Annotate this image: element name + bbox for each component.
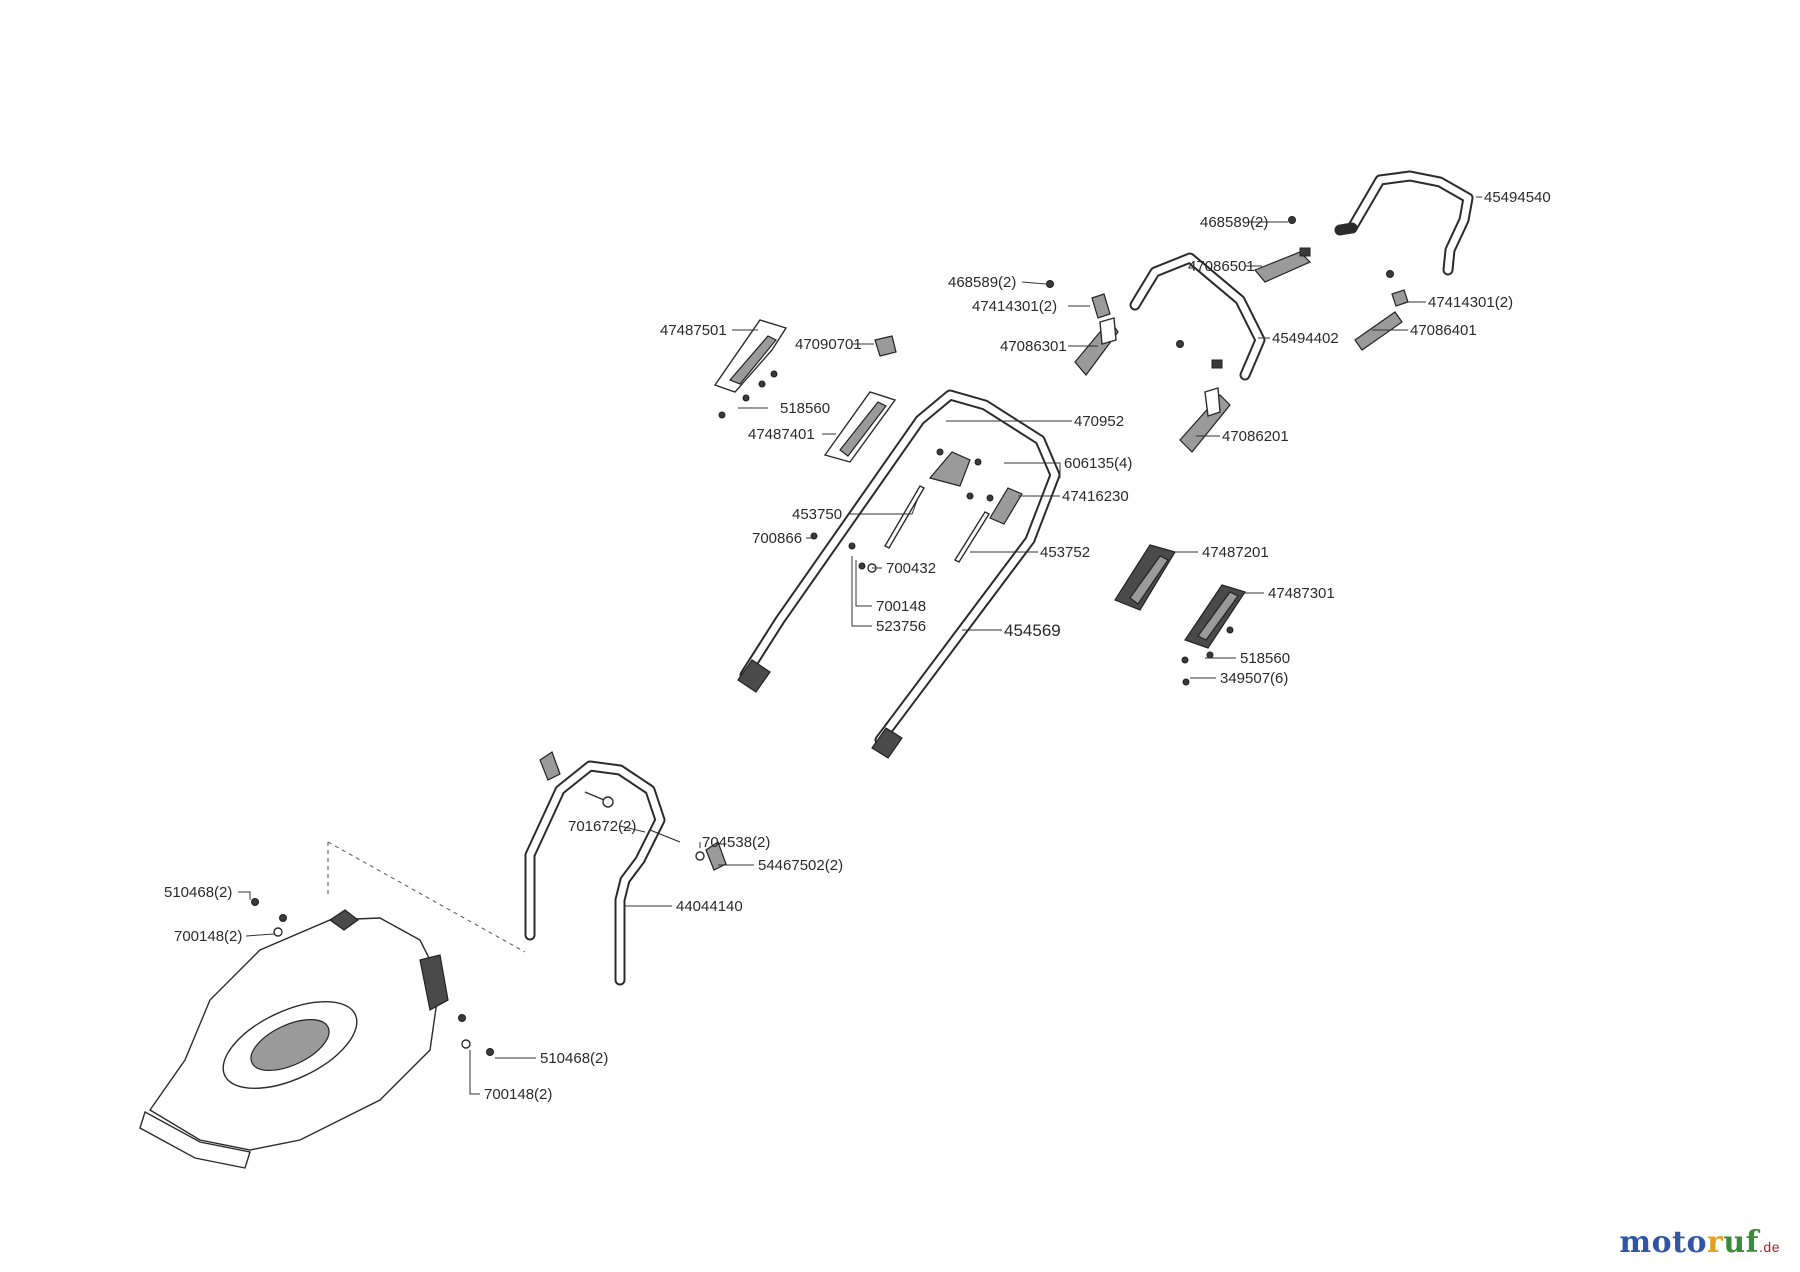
watermark-part-moto: moto [1619, 1225, 1707, 1260]
lever-47086401 [1354, 311, 1403, 351]
label-510468-left: 510468(2) [164, 884, 232, 901]
label-518560-bottom: 518560 [1240, 650, 1290, 667]
lever-47086201 [1179, 359, 1231, 453]
label-468589-top: 468589(2) [1200, 214, 1268, 231]
label-45494540: 45494540 [1484, 189, 1551, 206]
label-47086301: 47086301 [1000, 338, 1067, 355]
label-47414301-left: 47414301(2) [972, 298, 1057, 315]
cover-47487401 [823, 391, 897, 463]
deck-fasteners [251, 898, 494, 1056]
mower-deck [139, 909, 449, 1169]
label-47416230: 47416230 [1062, 488, 1129, 505]
label-47487201: 47487201 [1202, 544, 1269, 561]
watermark-part-uf: uf [1723, 1225, 1760, 1260]
clip-47090701 [874, 335, 897, 357]
clamps-54467502 [539, 751, 727, 871]
label-700148-bottom: 700148(2) [484, 1086, 552, 1103]
screws-349507 [1181, 626, 1234, 686]
part-labels: 45494540 468589(2) 47086501 468589(2) 47… [164, 189, 1551, 1103]
label-54467502: 54467502(2) [758, 857, 843, 874]
label-45494402: 45494402 [1272, 330, 1339, 347]
lever-47416230 [966, 487, 1023, 525]
site-watermark-logo: motoruf.de [1619, 1225, 1780, 1260]
label-606135: 606135(4) [1064, 455, 1132, 472]
cover-47487201 [1114, 544, 1176, 611]
label-47086401: 47086401 [1410, 322, 1477, 339]
label-47086501: 47086501 [1188, 258, 1255, 275]
label-47487301: 47487301 [1268, 585, 1335, 602]
rods-453750-453752 [884, 485, 991, 563]
bracket-47086501 [1254, 247, 1312, 283]
leader-lines [238, 196, 1482, 1095]
label-47414301-right: 47414301(2) [1428, 294, 1513, 311]
assembly-guide-line [327, 841, 526, 953]
label-700148-left: 700148(2) [174, 928, 242, 945]
label-47086201: 47086201 [1222, 428, 1289, 445]
label-700432: 700432 [886, 560, 936, 577]
label-47487501: 47487501 [660, 322, 727, 339]
label-523756: 523756 [876, 618, 926, 635]
label-349507: 349507(6) [1220, 670, 1288, 687]
handle-bar-45494402 [1129, 252, 1266, 381]
bracket-47414301-left [1091, 293, 1111, 319]
label-470952: 470952 [1074, 413, 1124, 430]
screws-468589 [1046, 216, 1394, 348]
label-47487401: 47487401 [748, 426, 815, 443]
label-47090701: 47090701 [795, 336, 862, 353]
watermark-tld: .de [1759, 1239, 1780, 1255]
bolts-701672 [584, 791, 705, 861]
bracket-47414301-right [1391, 289, 1409, 307]
label-453752: 453752 [1040, 544, 1090, 561]
label-518560-top: 518560 [780, 400, 830, 417]
label-704538: 704538(2) [702, 834, 770, 851]
cover-47487501 [713, 319, 788, 393]
control-470952 [928, 448, 982, 487]
cover-47487301 [1184, 584, 1246, 649]
label-453750: 453750 [792, 506, 842, 523]
screws-518560-top [718, 370, 778, 419]
label-700866: 700866 [752, 530, 802, 547]
label-454569: 454569 [1004, 621, 1061, 640]
upper-handle-454569 [737, 389, 1061, 759]
label-44044140: 44044140 [676, 898, 743, 915]
handle-bar-45494540 [1334, 170, 1474, 276]
watermark-part-r: r [1707, 1225, 1724, 1260]
label-701672: 701672(2) [568, 818, 636, 835]
label-468589-mid: 468589(2) [948, 274, 1016, 291]
lever-47086301 [1074, 317, 1119, 376]
label-510468-right: 510468(2) [540, 1050, 608, 1067]
lower-handle-44044140 [524, 760, 666, 986]
label-700148: 700148 [876, 598, 926, 615]
